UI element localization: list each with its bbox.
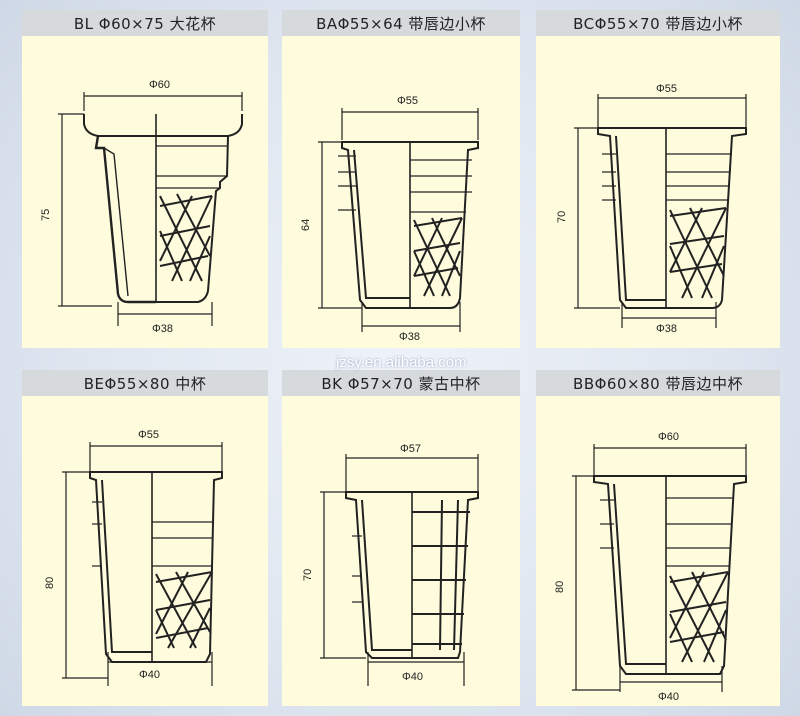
cup-diagram-be: Φ55 80 Φ40 — [22, 396, 268, 706]
cup-diagram-bc: Φ55 70 Φ38 — [536, 36, 780, 348]
cup-title-bk: BK Φ57×70 蒙古中杯 — [282, 370, 520, 397]
cup-diagram-bl: Φ60 75 Φ38 — [22, 36, 268, 348]
top-diameter-bb: Φ60 — [658, 431, 679, 443]
cup-panel-bl: BL Φ60×75 大花杯 — [22, 10, 268, 348]
cup-diagram-bb: Φ60 80 Φ40 — [536, 396, 780, 706]
bottom-diameter-bb: Φ40 — [658, 691, 679, 703]
height-label-bl: 75 — [40, 209, 52, 221]
cup-title-ba: BAΦ55×64 带唇边小杯 — [282, 10, 520, 37]
top-diameter-be: Φ55 — [138, 429, 159, 441]
cup-drawing-bk: Φ57 70 Φ40 — [302, 443, 479, 686]
cup-drawing-bc: Φ55 70 Φ38 — [556, 83, 747, 335]
bottom-diameter-bc: Φ38 — [656, 323, 677, 335]
cup-title-bc: BCΦ55×70 带唇边小杯 — [536, 10, 780, 37]
height-label-bc: 70 — [556, 211, 568, 223]
cup-drawing-ba: Φ55 64 Φ38 — [300, 95, 479, 343]
cup-drawing-be: Φ55 80 Φ40 — [44, 429, 223, 686]
cup-diagram-ba: Φ55 64 Φ38 — [282, 36, 520, 348]
cup-panel-bc: BCΦ55×70 带唇边小杯 — [536, 10, 780, 348]
top-diameter-ba: Φ55 — [397, 95, 418, 107]
cup-title-bb: BBΦ60×80 带唇边中杯 — [536, 370, 780, 397]
bottom-diameter-ba: Φ38 — [399, 331, 420, 343]
cup-title-be: BEΦ55×80 中杯 — [22, 370, 268, 397]
bottom-diameter-bk: Φ40 — [402, 671, 423, 683]
cup-drawing-bl: Φ60 75 Φ38 — [40, 79, 243, 335]
height-label-be: 80 — [44, 577, 56, 589]
bottom-diameter-bl: Φ38 — [152, 323, 173, 335]
cup-panel-be: BEΦ55×80 中杯 — [22, 370, 268, 706]
cup-title-bl: BL Φ60×75 大花杯 — [22, 10, 268, 37]
top-diameter-bc: Φ55 — [656, 83, 677, 95]
cup-diagram-bk: Φ57 70 Φ40 — [282, 396, 520, 706]
height-label-bb: 80 — [554, 581, 566, 593]
cup-drawing-bb: Φ60 80 Φ40 — [554, 431, 747, 703]
height-label-bk: 70 — [302, 569, 314, 581]
bottom-diameter-be: Φ40 — [139, 669, 160, 681]
height-label-ba: 64 — [300, 219, 312, 231]
top-diameter-bk: Φ57 — [400, 443, 421, 455]
cup-panel-bb: BBΦ60×80 带唇边中杯 — [536, 370, 780, 706]
top-diameter-bl: Φ60 — [149, 79, 170, 91]
cup-panel-bk: BK Φ57×70 蒙古中杯 — [282, 370, 520, 706]
cup-panel-ba: BAΦ55×64 带唇边小杯 — [282, 10, 520, 348]
watermark-text: jzsy.en.alibaba.com — [336, 354, 467, 371]
